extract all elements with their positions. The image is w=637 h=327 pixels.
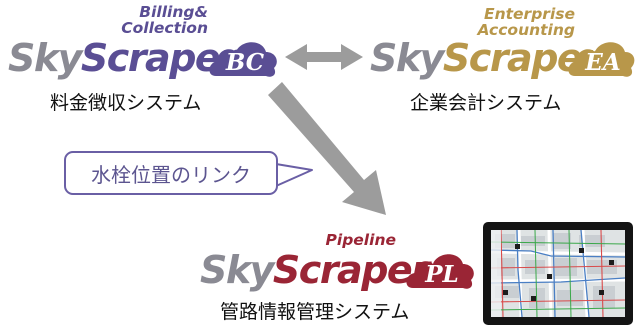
bc-badge-text: BC	[225, 49, 265, 76]
ea-badge-text: EA	[584, 49, 620, 76]
pl-caption: 管路情報管理システム	[220, 301, 410, 323]
pl-brand-name: SkyScraper	[200, 248, 430, 292]
double-arrow-bc-ea	[285, 44, 363, 70]
bc-subtitle-line1: Billing&	[139, 3, 208, 21]
ea-subtitle-line2: Accounting	[477, 20, 575, 39]
map-graphic	[491, 230, 625, 317]
ea-caption: 企業会計システム	[410, 92, 562, 114]
link-callout: 水栓位置のリンク	[64, 151, 278, 195]
tablet-device	[483, 222, 633, 325]
callout-pointer	[275, 163, 313, 187]
ea-subtitle: Enterprise Accounting	[455, 5, 575, 39]
pl-badge-text: PL	[424, 261, 458, 288]
callout-text: 水栓位置のリンク	[91, 162, 251, 187]
bc-caption: 料金徴収システム	[50, 92, 202, 114]
ea-cloud-badge: EA	[568, 42, 635, 77]
ea-subtitle-line1: Enterprise	[484, 5, 575, 23]
pipeline-map-screenshot	[491, 230, 625, 317]
ea-brand-name: SkyScraper	[370, 36, 600, 80]
bc-subtitle-line2: Collection	[121, 18, 208, 37]
pl-cloud-badge: PL	[406, 254, 474, 289]
pl-subtitle: Pipeline	[300, 231, 396, 249]
ea-brand-part1: Sky	[370, 36, 444, 80]
bc-subtitle: Billing& Collection	[90, 3, 208, 37]
diagonal-arrow-bc-pl	[268, 82, 386, 215]
bc-cloud-badge: BC	[209, 42, 277, 77]
pl-brand-part2: Scraper	[272, 248, 430, 292]
bc-brand-part1: Sky	[8, 36, 82, 80]
pl-brand-part1: Sky	[200, 248, 274, 292]
pl-subtitle-line1: Pipeline	[325, 231, 396, 249]
bc-brand-name: SkyScraper	[8, 36, 238, 80]
